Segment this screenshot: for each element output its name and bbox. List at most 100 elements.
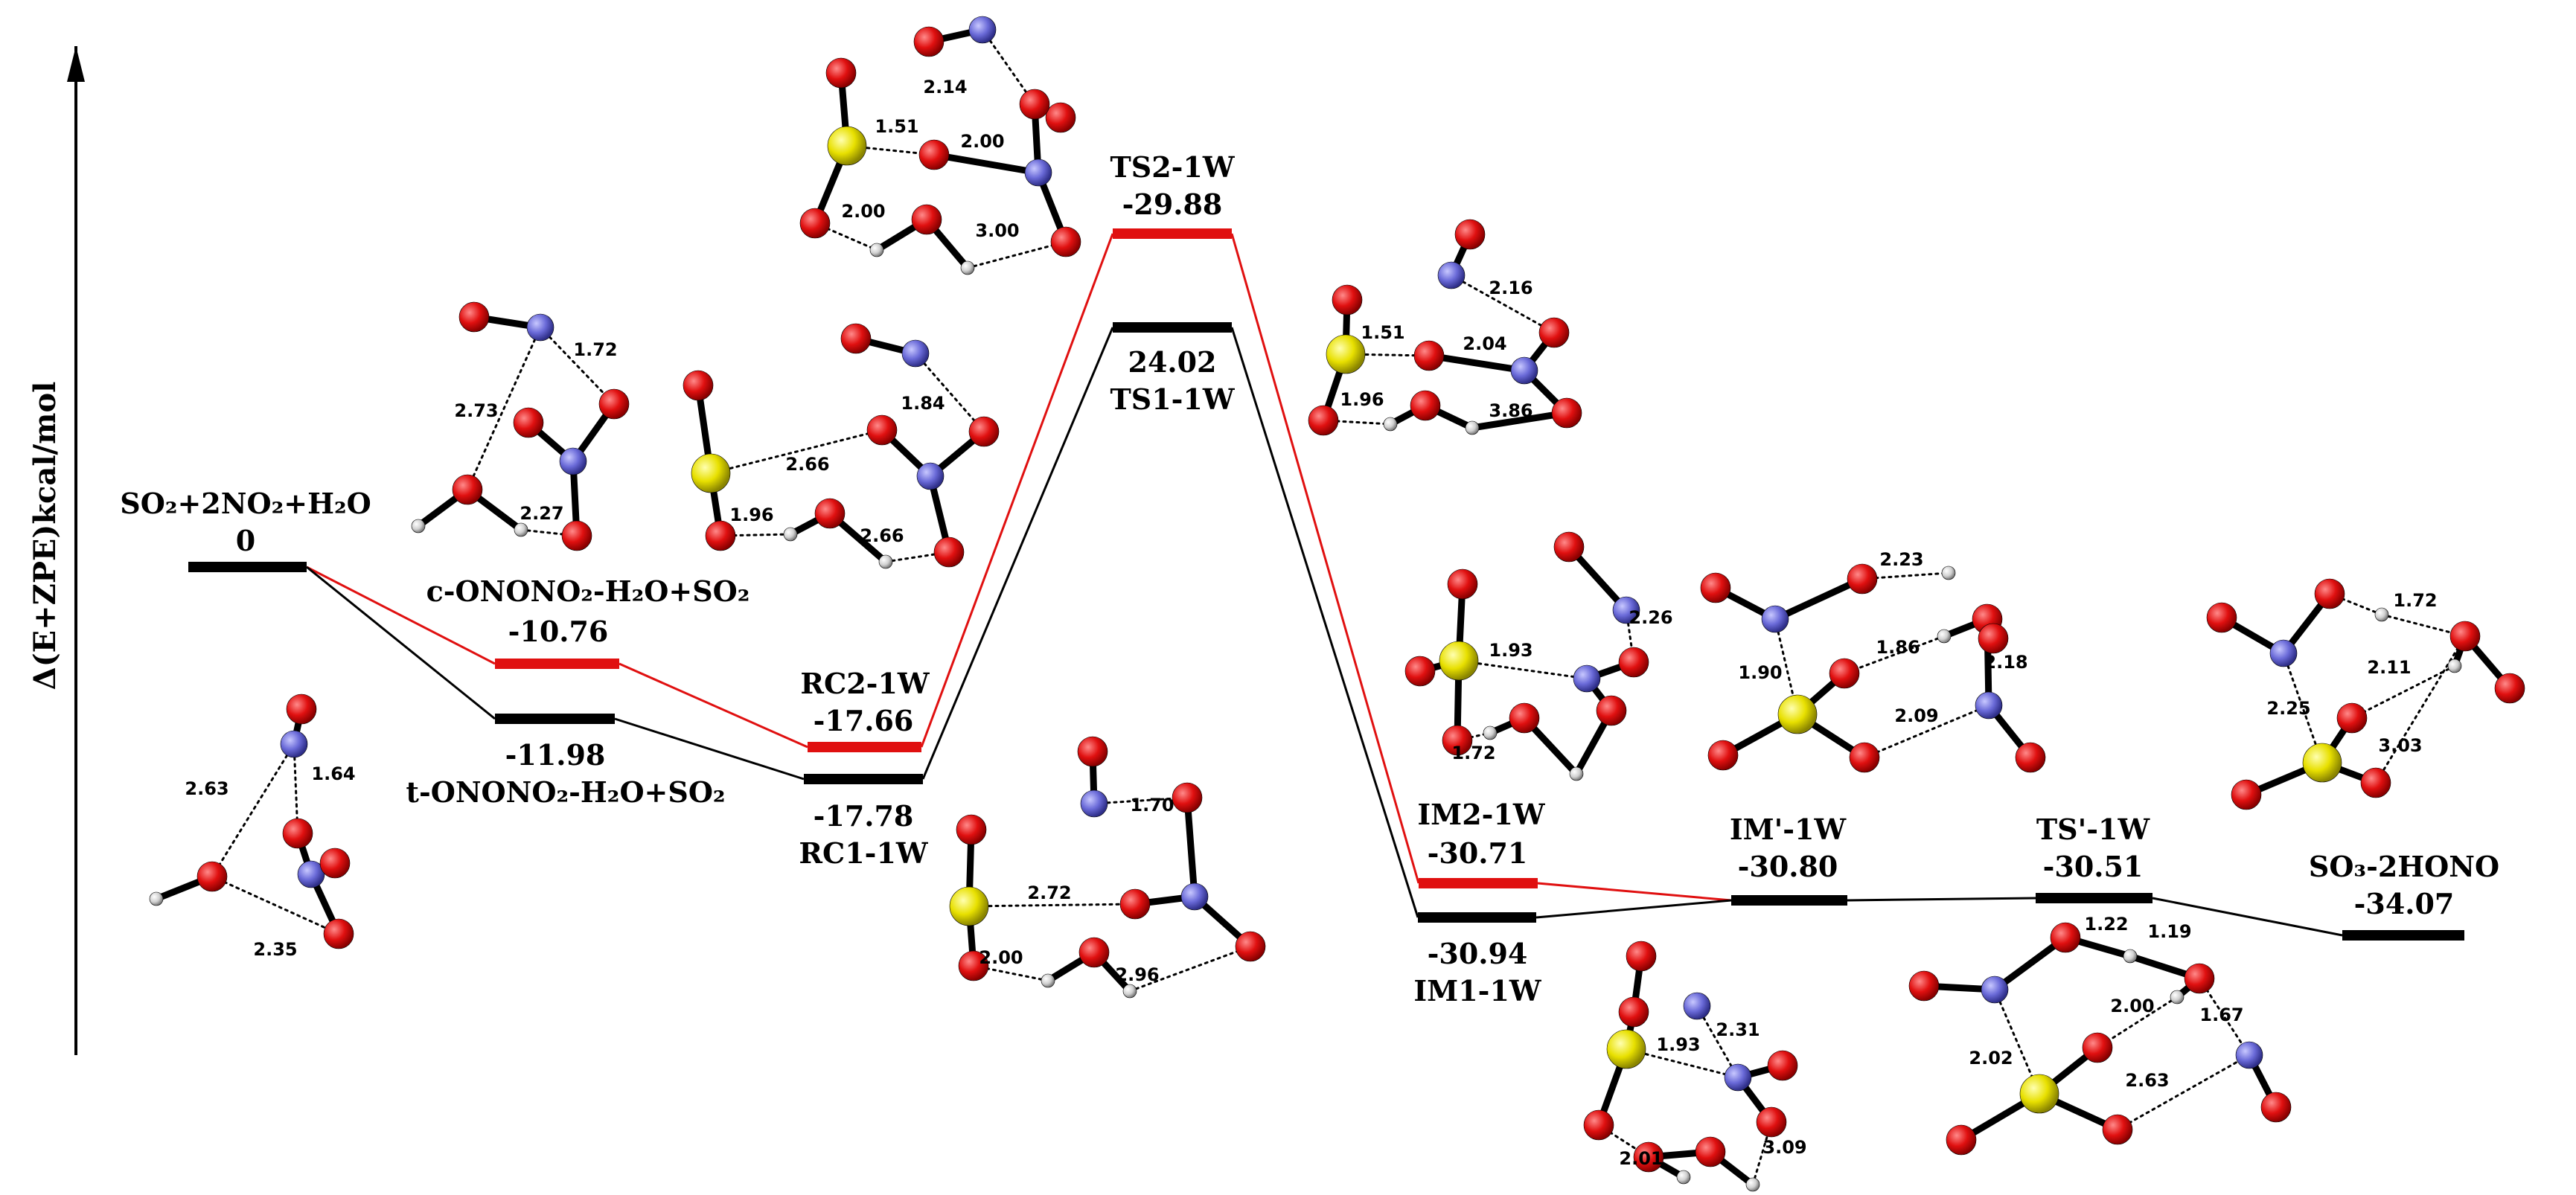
nitrogen-atom [1080, 789, 1108, 818]
level-rc2 [808, 742, 921, 752]
nitrogen-atom [1975, 691, 2003, 720]
bond-distance-label: 2.00 [841, 201, 885, 222]
oxygen-atom [1700, 572, 1731, 603]
nitrogen-atom [968, 16, 997, 44]
hydrogen-bond [211, 743, 295, 878]
product-name: SO₃-2HONO [2309, 850, 2499, 883]
level-t-ononoo [495, 714, 615, 724]
oxygen-atom [1119, 888, 1151, 920]
bond-distance-label: 3.00 [975, 220, 1019, 241]
bond-distance-label: 2.00 [979, 947, 1023, 968]
oxygen-atom [1077, 736, 1108, 767]
t-ononoo-structure: 2.63 1.64 2.35 [149, 693, 356, 960]
bond-distance-label: 1.51 [875, 116, 918, 137]
oxygen-atom [1633, 1141, 1664, 1173]
oxygen-atom [1829, 658, 1860, 689]
oxygen-atom [2314, 578, 2345, 609]
oxygen-atom [1447, 568, 1478, 600]
hydrogen-atom [1745, 1177, 1760, 1192]
bond-distance-label: 2.18 [1984, 652, 2027, 673]
ts2-structure: 2.141.512.002.003.00 [799, 16, 1081, 275]
nitrogen-atom [1612, 596, 1640, 624]
oxygen-atom [561, 520, 592, 551]
rc2-energy: -17.66 [814, 704, 914, 737]
t-ononoo-name: t-ONONO₂-H₂O+SO₂ [406, 775, 725, 809]
bond-distance-label: 2.31 [1716, 1019, 1760, 1040]
level-im2 [1419, 878, 1538, 888]
energy-levels [188, 228, 2464, 941]
bond-distance-label: 1.64 [311, 763, 355, 784]
hydrogen-bond [968, 903, 1137, 908]
hydrogen-bond [2116, 1054, 2251, 1131]
sulfur-atom [1606, 1029, 1646, 1069]
covalent-bond [1183, 794, 1198, 900]
nitrogen-atom [1510, 356, 1538, 385]
nitrogen-atom [901, 339, 930, 368]
hydrogen-bond [981, 28, 1036, 106]
bond-distance-label: 1.96 [1340, 389, 1384, 410]
hydrogen-atom [514, 522, 528, 537]
bond-distance-label: 1.86 [1876, 637, 1920, 658]
oxygen-atom [705, 520, 736, 551]
oxygen-atom [1707, 740, 1739, 771]
nitrogen-atom [280, 730, 308, 758]
oxygen-atom [1618, 647, 1649, 678]
bond-distance-label: 2.25 [2266, 698, 2310, 719]
reactants-name: SO₂+2NO₂+H₂O [120, 487, 371, 520]
hydrogen-atom [149, 891, 164, 906]
hydrogen-bond [211, 875, 340, 935]
bond-distance-label: 2.63 [2125, 1070, 2169, 1091]
oxygen-atom [1332, 284, 1363, 315]
ts2-name: TS2-1W [1110, 150, 1235, 184]
oxygen-atom [1626, 941, 1657, 972]
bond-distance-label: 2.04 [1463, 333, 1506, 354]
bond-distance-label: 3.09 [1762, 1137, 1806, 1158]
hydrogen-atom [2374, 607, 2389, 622]
oxygen-atom [1551, 397, 1582, 429]
oxygen-atom [1847, 563, 1878, 595]
hydrogen-atom [411, 519, 426, 534]
covalent-bond [1425, 352, 1528, 374]
c-ononoo-structure: 1.722.732.27 [411, 301, 630, 551]
oxygen-atom [1553, 531, 1585, 563]
oxygen-atom [323, 918, 354, 949]
oxygen-atom [968, 416, 1000, 447]
ts1-energy: 24.02 [1128, 345, 1217, 379]
oxygen-atom [1583, 1109, 1614, 1141]
bond-distance-label: 2.63 [185, 778, 228, 799]
c-ononoo-name: c-ONONO₂-H₂O+SO₂ [426, 574, 750, 608]
nitrogen-atom [1180, 882, 1209, 911]
bond-distance-label: 2.35 [253, 939, 297, 960]
oxygen-atom [282, 818, 313, 849]
level-ts2 [1113, 228, 1232, 239]
bond-distance-label: 2.16 [1489, 278, 1533, 298]
nitrogen-atom [1724, 1063, 1752, 1092]
bond-distance-label: 1.93 [1489, 640, 1533, 661]
oxygen-atom [1019, 89, 1050, 120]
nitrogen-atom [1437, 261, 1466, 289]
hydrogen-bond [2380, 613, 2467, 638]
bond-distance-label: 2.66 [860, 525, 904, 546]
im1-structure: 2.311.932.013.09 [1583, 941, 1807, 1192]
bond-distance-label: 2.09 [1894, 705, 1938, 726]
im1-name: IM1-1W [1413, 974, 1541, 1007]
rc1-energy: -17.78 [814, 799, 914, 833]
hydrogen-atom [1676, 1170, 1691, 1185]
imp-energy: -30.80 [1738, 850, 1838, 883]
oxygen-atom [956, 814, 987, 845]
oxygen-atom [1978, 623, 2009, 654]
oxygen-atom [1078, 937, 1110, 968]
hydrogen-bond [814, 222, 878, 252]
hydrogen-atom [1465, 420, 1480, 435]
tsp-name: TS'-1W [2036, 813, 2151, 846]
bond-distance-label: 1.67 [2199, 1005, 2243, 1025]
oxygen-atom [2015, 742, 2046, 773]
oxygen-atom [2260, 1092, 2292, 1123]
hydrogen-bond [709, 429, 883, 475]
covalent-bond [930, 151, 1042, 176]
oxygen-atom [2050, 922, 2081, 953]
hydrogen-bond [466, 326, 542, 491]
